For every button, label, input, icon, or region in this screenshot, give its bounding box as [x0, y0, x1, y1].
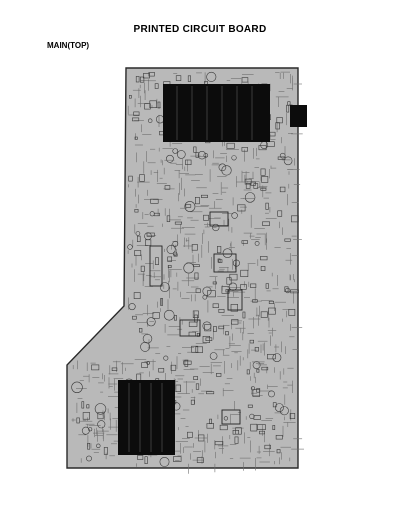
pcb-board-outline	[66, 67, 299, 469]
bottom-heatsink	[118, 380, 175, 455]
top-heatsink	[163, 84, 270, 142]
section-label: MAIN(TOP)	[47, 41, 90, 50]
page-title: PRINTED CIRCUIT BOARD	[133, 24, 267, 35]
top-heatsink-tab	[290, 105, 307, 127]
bottom-heatsink-fins	[128, 383, 163, 452]
top-heatsink-fins	[176, 86, 253, 140]
